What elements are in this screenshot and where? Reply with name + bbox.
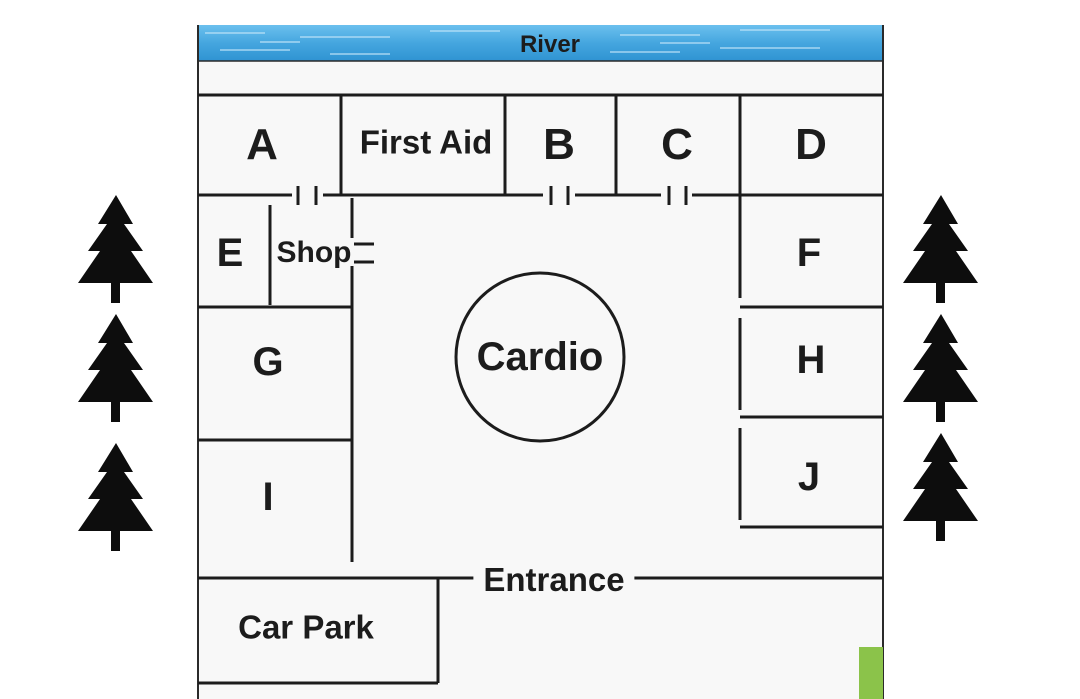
tree-icon <box>78 443 153 551</box>
room-j-label[interactable]: J <box>797 455 821 499</box>
door-icon <box>549 186 570 205</box>
tree-icon <box>903 314 978 422</box>
room-a-label[interactable]: A <box>246 120 278 169</box>
first-aid-label[interactable]: First Aid <box>359 123 493 161</box>
tree-icon <box>903 433 978 541</box>
cardio-circle <box>454 271 626 443</box>
room-g-label[interactable]: G <box>252 340 284 384</box>
room-d-label[interactable]: D <box>795 120 827 169</box>
shop-label[interactable]: Shop <box>276 236 352 269</box>
tree-icon <box>78 314 153 422</box>
tree-icon <box>903 195 978 303</box>
green-marker <box>859 647 883 699</box>
door-icon <box>354 242 374 264</box>
room-e-label[interactable]: E <box>216 231 244 275</box>
door-icon <box>667 186 688 205</box>
cardio-label[interactable]: Cardio <box>476 335 604 379</box>
entrance-label[interactable]: Entrance <box>473 561 635 599</box>
river-label: River <box>519 31 581 58</box>
river <box>198 25 883 62</box>
tree-icon <box>78 195 153 303</box>
car-park-label[interactable]: Car Park <box>238 608 374 646</box>
room-i-label[interactable]: I <box>262 475 274 519</box>
room-c-label[interactable]: C <box>661 120 693 169</box>
room-f-label[interactable]: F <box>796 231 822 275</box>
door-icon <box>296 186 318 205</box>
doors <box>296 186 688 264</box>
room-b-label[interactable]: B <box>543 120 575 169</box>
room-h-label[interactable]: H <box>796 338 826 382</box>
walls <box>198 93 883 685</box>
trees <box>78 195 978 551</box>
